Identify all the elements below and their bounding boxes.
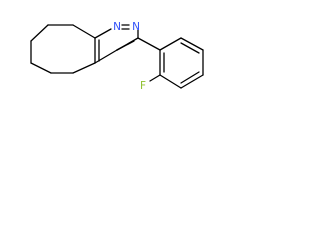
bond-c6-c7: [30, 62, 52, 74]
atom-labels: N N F: [113, 21, 146, 92]
bond-ar6-ar1: [159, 37, 182, 51]
bond-c-f: [149, 74, 161, 82]
bond-c4a-c5: [72, 62, 96, 74]
atom-label-n1: N: [113, 21, 121, 33]
bonds: [30, 24, 204, 89]
bond-c10a-n1: [94, 28, 112, 39]
bond-c10-c10a: [72, 24, 96, 39]
bond-ar2-ar3: [159, 74, 182, 89]
bond-c8-c9: [30, 24, 49, 42]
bond-ar3-ar4-inner: [180, 71, 200, 84]
atom-label-n2: N: [132, 21, 140, 33]
bond-c3-c4-inner: [116, 40, 135, 51]
chemical-structure-diagram: N N F: [30, 21, 204, 92]
bond-ar5-ar6: [180, 37, 204, 51]
bond-ar3-ar4: [180, 74, 204, 89]
atom-label-f: F: [140, 80, 146, 92]
bond-ar5-ar6-inner: [180, 42, 200, 54]
bond-c3-aryl: [137, 37, 161, 51]
bond-c4-c4a: [94, 49, 118, 64]
